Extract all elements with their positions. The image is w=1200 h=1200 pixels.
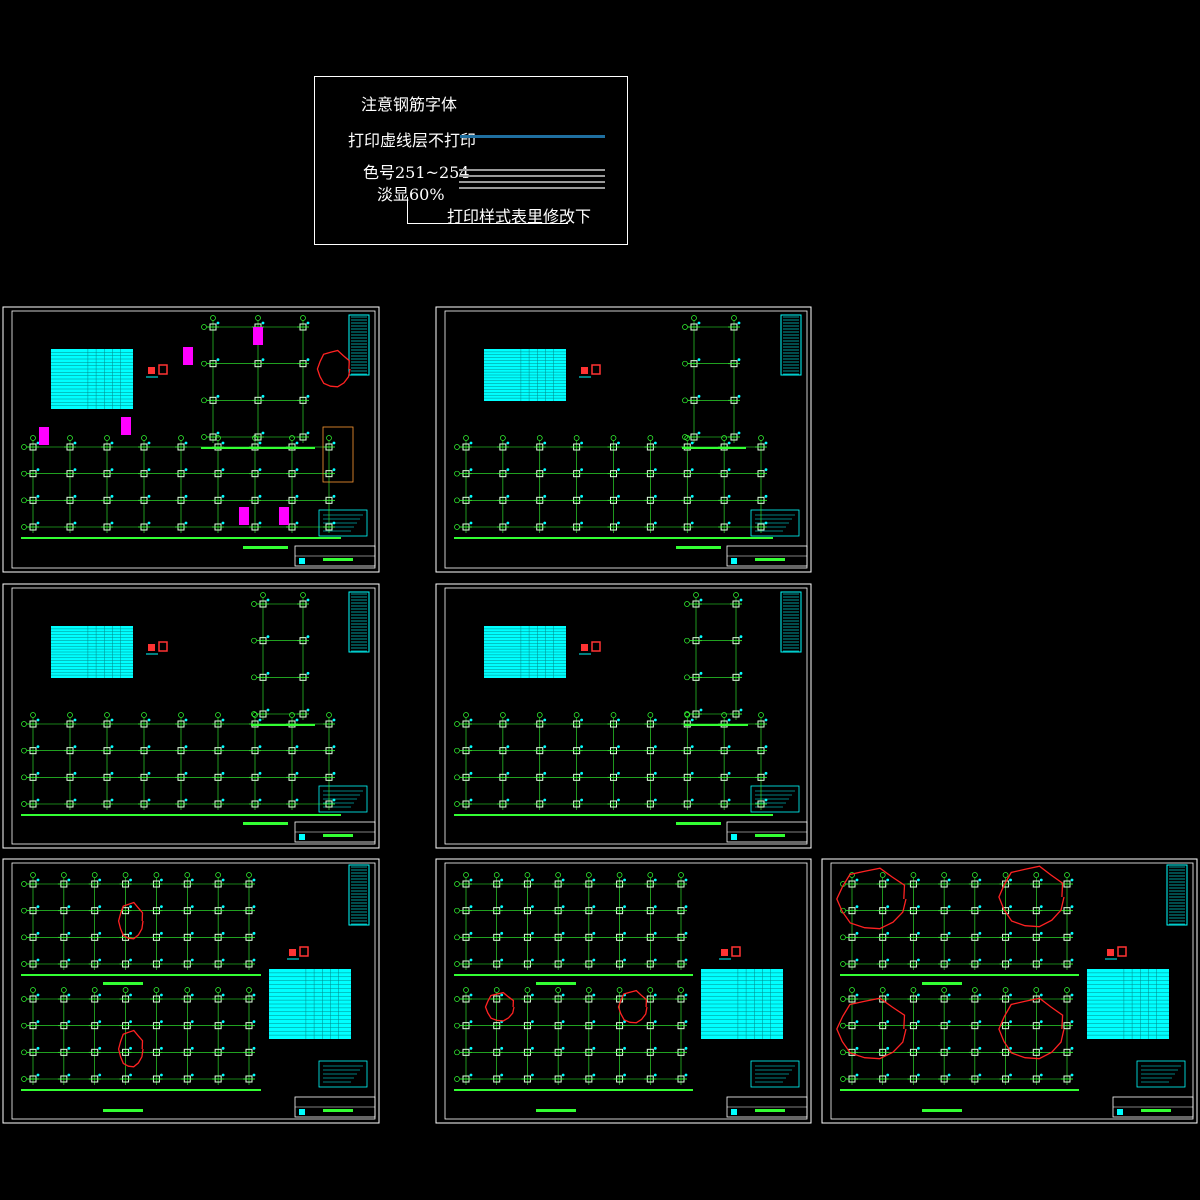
sheet-border [821, 858, 1198, 1124]
section-symbol [721, 949, 728, 956]
notes-box [318, 509, 368, 537]
legend-column [348, 314, 370, 376]
notes-box [750, 785, 800, 813]
sheet-5 [2, 858, 380, 1124]
notes-box [318, 785, 368, 813]
drawing-title [536, 982, 576, 985]
inner-border [444, 310, 808, 569]
section-symbol [289, 949, 296, 956]
legend-column [780, 591, 802, 653]
revision-cloud [117, 1029, 144, 1068]
sheet-4 [435, 583, 812, 849]
notes-line-dash-layer: 打印虚线层不打印 [348, 131, 477, 150]
inner-border [11, 587, 376, 845]
notes-box [318, 1060, 368, 1088]
drawing-title [243, 822, 288, 825]
section-symbol [1107, 949, 1114, 956]
revision-cloud [836, 997, 907, 1060]
sheet-border [2, 583, 380, 849]
gray-sample-lines [459, 169, 605, 189]
sheet-2 [435, 306, 812, 573]
drawing-title [676, 822, 721, 825]
sheet-border [435, 858, 812, 1124]
legend-column [348, 591, 370, 653]
highlight-mark [239, 507, 249, 525]
highlight-mark [39, 427, 49, 445]
sheet-border [435, 583, 812, 849]
highlight-mark [279, 507, 289, 525]
legend-column [1166, 864, 1188, 926]
notes-line-fade: 淡显60% [377, 185, 445, 204]
sheet-7 [821, 858, 1198, 1124]
inner-border [830, 862, 1194, 1120]
highlight-mark [183, 347, 193, 365]
revision-cloud [617, 989, 648, 1024]
inner-border [444, 587, 808, 845]
drawing-title [922, 982, 962, 985]
revision-cloud [484, 991, 515, 1022]
sheet-border [435, 306, 812, 573]
revision-cloud [998, 865, 1065, 928]
notes-line-color-range: 色号251~254 [363, 163, 470, 182]
sheet-border [2, 306, 380, 573]
revision-cloud [998, 997, 1065, 1060]
drawing-title [243, 546, 288, 549]
sheet-3 [2, 583, 380, 849]
drawing-title [103, 1109, 143, 1112]
notes-box [750, 509, 800, 537]
leader-line [407, 197, 568, 224]
drawing-title [922, 1109, 962, 1112]
section-symbol [581, 367, 588, 374]
revision-cloud [836, 867, 907, 930]
highlight-mark [121, 417, 131, 435]
inner-border [444, 862, 808, 1120]
inner-border [11, 862, 376, 1120]
drawing-title [536, 1109, 576, 1112]
section-symbol [148, 644, 155, 651]
legend-column [780, 314, 802, 376]
section-symbol [581, 644, 588, 651]
sheet-1 [2, 306, 380, 573]
notes-box [750, 1060, 800, 1088]
revision-cloud [316, 349, 351, 388]
legend-column [348, 864, 370, 926]
print-notes-box: 注意钢筋字体 打印虚线层不打印 色号251~254 淡显60% 打印样式表里修改… [314, 76, 628, 245]
sheet-6 [435, 858, 812, 1124]
detail-view [322, 426, 354, 483]
drawing-title [676, 546, 721, 549]
revision-cloud [117, 901, 144, 940]
section-symbol [148, 367, 155, 374]
sheet-border [2, 858, 380, 1124]
notes-box [1136, 1060, 1186, 1088]
drawing-title [103, 982, 143, 985]
highlight-mark [253, 327, 263, 345]
notes-line-print-style: 打印样式表里修改下 [447, 207, 592, 226]
dash-layer-sample-line [460, 135, 605, 138]
notes-title: 注意钢筋字体 [361, 95, 458, 114]
inner-border [11, 310, 376, 569]
